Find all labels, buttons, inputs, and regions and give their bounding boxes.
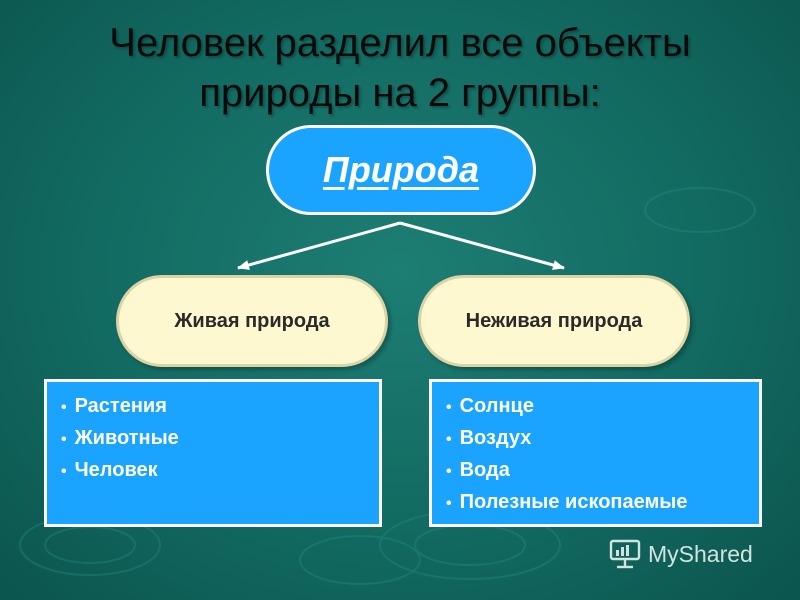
presentation-icon [609,539,641,569]
nonliving-items-list: Солнце Воздух Вода Полезные ископаемые [429,379,762,527]
arrow-to-nonliving [399,221,565,270]
arrow-to-living [237,221,401,270]
list-item: Полезные ископаемые [446,487,759,519]
slide-title: Человек разделил все объекты природы на … [40,18,760,118]
list-item: Растения [61,391,379,423]
list-item: Животные [61,423,379,455]
list-item: Вода [446,455,759,487]
title-line-1: Человек разделил все объекты [109,21,691,65]
branch-label-nonliving: Неживая природа [465,309,643,332]
branch-node-living: Живая природа [116,275,388,367]
branch-node-nonliving: Неживая природа [418,275,690,367]
list-item: Человек [61,455,379,487]
list-item: Воздух [446,423,759,455]
root-node-label: Природа [322,149,480,190]
watermark-text: MyShared [648,540,753,567]
branch-label-living: Живая природа [174,309,330,332]
living-items-list: Растения Животные Человек [44,379,382,527]
list-item: Солнце [446,391,759,423]
root-node-nature: Природа [266,125,536,215]
title-line-2: природы на 2 группы: [199,71,601,115]
watermark: MyShared [608,536,753,572]
